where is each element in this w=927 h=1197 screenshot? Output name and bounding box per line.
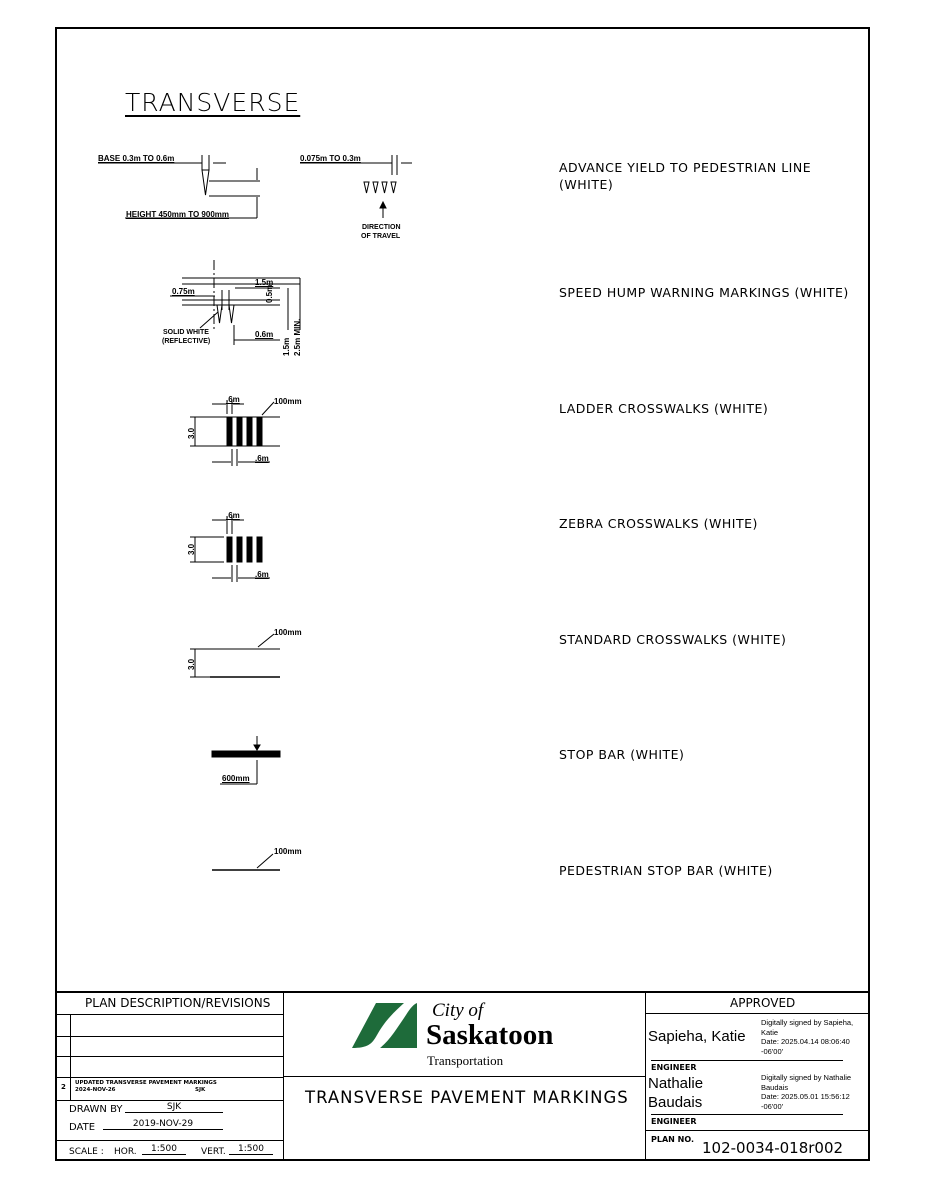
dim-hump-075: 0.75m [172,287,195,296]
rev-line [57,1077,283,1078]
signature-line [651,1114,843,1115]
dim-solid-white: SOLID WHITE [163,329,209,336]
rev-line [57,1100,283,1101]
ped-stop-bar-detail [212,853,280,871]
stop-bar-detail [211,736,281,785]
scale-vert-value: 1:500 [229,1144,273,1155]
shark-tooth-detail [98,155,260,219]
item-label-ladder: LADDER CROSSWALKS (WHITE) [559,401,769,416]
plan-no-label: PLAN NO. [651,1135,694,1144]
item-label-zebra: ZEBRA CROSSWALKS (WHITE) [559,516,758,531]
item-label-standard: STANDARD CROSSWALKS (WHITE) [559,632,787,647]
logo-transportation: Transportation [427,1053,504,1068]
item-label-stop-bar: STOP BAR (WHITE) [559,747,685,762]
drawn-by-value: SJK [125,1102,223,1113]
item-label-advance-yield: ADVANCE YIELD TO PEDESTRIAN LINE [559,160,812,175]
rev-line [57,1036,283,1037]
logo-saskatoon: Saskatoon [426,1019,554,1051]
dim-reflective: (REFLECTIVE) [162,338,211,345]
drawn-by-label: DRAWN BY [69,1104,123,1115]
rev-date: 2024-NOV-26 [75,1087,116,1093]
dim-zebra-bot: .6m [255,570,269,579]
approved-heading: APPROVED [730,996,796,1010]
speed-hump-detail [170,260,301,345]
dim-standard-100: 100mm [274,628,302,637]
ladder-crosswalk-detail [190,400,280,466]
logo-city-of: City of [432,1000,484,1021]
plan-number: 102-0034-018r002 [702,1139,844,1157]
yield-line-detail [300,155,412,218]
item-label-ped-stop-bar: PEDESTRIAN STOP BAR (WHITE) [559,863,773,878]
rev-initials: SJK [195,1087,206,1093]
dim-base: BASE 0.3m TO 0.6m [98,154,175,163]
drawing-title: TRANSVERSE PAVEMENT MARKINGS [305,1088,629,1107]
signer-1-name: Sapieha, Katie [648,1028,746,1045]
rev-line [57,1014,283,1015]
dim-spacing: 0.075m TO 0.3m [300,154,361,163]
plan-description-heading: PLAN DESCRIPTION/REVISIONS [85,996,271,1010]
dim-ladder-bot: .6m [255,454,269,463]
item-label-speed-hump: SPEED HUMP WARNING MARKINGS (WHITE) [559,285,849,300]
scale-hor-value: 1:500 [142,1144,186,1155]
zebra-crosswalk-detail [190,516,270,582]
title-block [55,991,870,1161]
dim-hump-06: 0.6m [255,330,274,339]
dim-ped-100: 100mm [274,847,302,856]
standard-crosswalk-detail [190,633,280,678]
plan-no-line [646,1130,870,1131]
dim-direction-1: DIRECTION [362,224,401,231]
rev-number: 2 [61,1083,66,1091]
rev-description: UPDATED TRANSVERSE PAVEMENT MARKINGS [75,1080,217,1086]
dim-stop-600: 600mm [222,774,250,783]
dim-height: HEIGHT 450mm TO 900mm [126,210,230,219]
dim-ladder-top: .6m [226,395,240,404]
dim-ladder-100: 100mm [274,397,302,406]
rev-line [57,1140,283,1141]
date-value: 2019-NOV-29 [103,1119,223,1130]
engineer-label-1: ENGINEER [651,1063,697,1072]
engineer-label-2: ENGINEER [651,1117,697,1126]
approved-line [646,1013,870,1014]
signature-line [651,1060,843,1061]
date-label: DATE [69,1122,96,1133]
rev-col-line [70,1014,71,1100]
dim-zebra-top: .6m [226,511,240,520]
dim-direction-2: OF TRAVEL [361,233,401,240]
title-block-divider-2 [645,991,646,1161]
page-title: TRANSVERSE [125,88,301,117]
logo-divider [283,1076,645,1077]
scale-hor-label: HOR. [114,1147,137,1157]
rev-line [57,1056,283,1057]
dim-hump-15: 1.5m [255,278,274,287]
scale-vert-label: VERT. [201,1147,226,1157]
item-label-advance-yield-color: (WHITE) [559,177,614,192]
scale-label: SCALE : [69,1147,104,1157]
